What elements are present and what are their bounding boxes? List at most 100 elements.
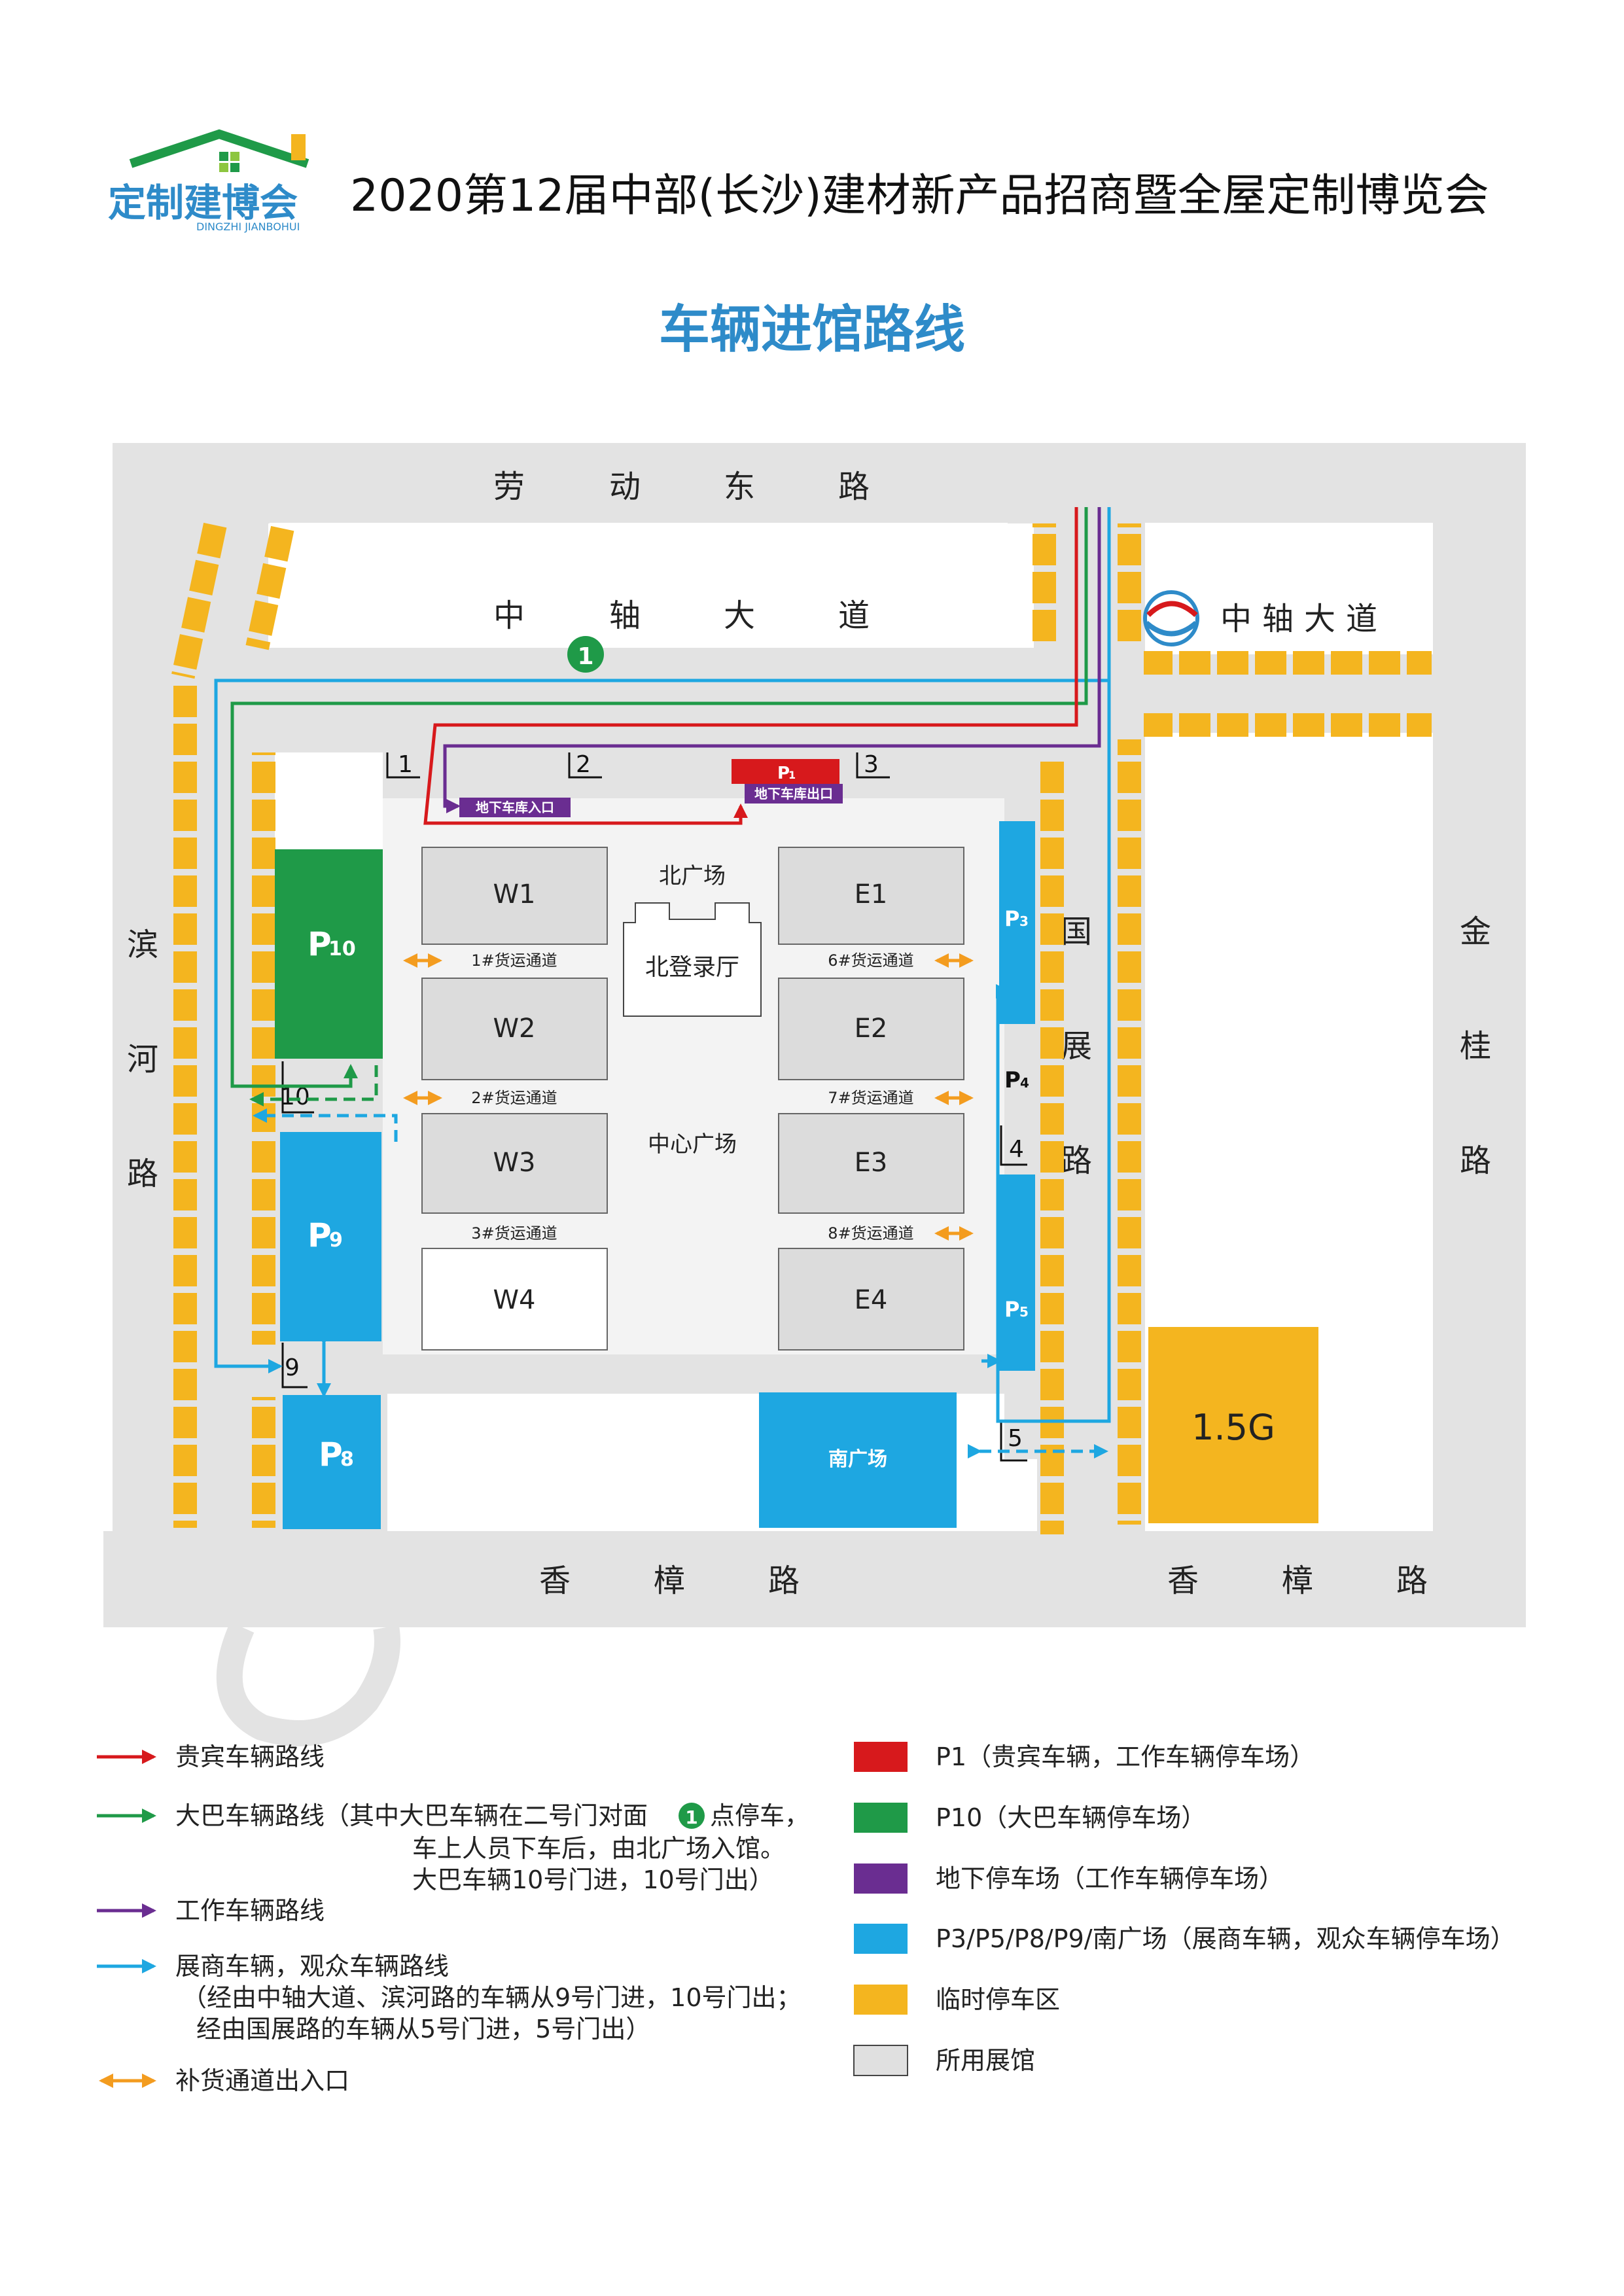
gate-4-label: 4 — [1009, 1136, 1024, 1163]
parking-p5-label: P — [1004, 1297, 1019, 1322]
hall-e3-label: E3 — [855, 1148, 888, 1178]
road-label-xiangzhang-w3: 路 — [768, 1563, 800, 1599]
garage-entry-label: 地下车库入口 — [476, 800, 554, 815]
logo-subtext: DINGZHI JIANBOHUI — [196, 221, 300, 233]
legend-halls: 所用展馆 — [936, 2046, 1035, 2075]
metro-icon — [1143, 590, 1199, 646]
parking-p1-label: P — [777, 764, 790, 783]
temp-lot-east-row-2 — [1144, 713, 1432, 737]
legend-swatch-exhibitor — [854, 1924, 908, 1954]
hall-e4-label: E4 — [855, 1285, 888, 1315]
hall-w4 — [421, 1248, 608, 1351]
road-xiangzhang — [103, 1531, 1526, 1627]
legend-temporary: 临时停车区 — [936, 1985, 1060, 2014]
logo: 定制建博会 DINGZHI JIANBOHUI — [108, 129, 309, 233]
hall-w2-label: W2 — [493, 1014, 536, 1044]
road-label-guozhan-2: 展 — [1061, 1028, 1092, 1065]
channel-3-label: 3#货运通道 — [471, 1224, 557, 1243]
parking-p8 — [283, 1395, 381, 1529]
bus-stop-marker: 1 — [567, 636, 604, 673]
road-label-laodong-2: 动 — [609, 468, 641, 505]
legend-exhibitor-3: 经由国展路的车辆从5号门进，5号门出） — [196, 2015, 650, 2043]
parking-p9-label: P — [308, 1216, 332, 1254]
road-label-xiangzhang-e2: 樟 — [1282, 1563, 1313, 1599]
road-label-jingui-2: 桂 — [1460, 1028, 1491, 1065]
channel-2-label: 2#货运通道 — [471, 1089, 557, 1107]
legend-cargo: 补货通道出入口 — [175, 2066, 349, 2095]
road-label-xiangzhang-w2: 樟 — [654, 1563, 685, 1599]
gate-9-label: 9 — [285, 1354, 300, 1381]
road-label-zhongzhou-2: 轴 — [609, 597, 641, 634]
parking-p1-sub: 1 — [788, 769, 796, 781]
garage-exit-sign — [745, 784, 843, 804]
channel-6-label: 6#货运通道 — [828, 951, 913, 970]
temp-lot-west-inner-1 — [252, 752, 275, 1132]
parking-p1 — [732, 759, 839, 784]
map-title: 车辆进馆路线 — [659, 300, 965, 359]
road-label-jingui-3: 路 — [1460, 1142, 1491, 1179]
temp-lot-guozhan-west — [1040, 759, 1064, 1475]
hall-w3-label: W3 — [493, 1148, 536, 1178]
metro-station: 中轴大道 — [1143, 590, 1388, 646]
road-label-guozhan-1: 国 — [1061, 913, 1092, 950]
hall-w2 — [421, 978, 608, 1080]
legend-bus-stop-icon — [679, 1803, 705, 1829]
legend-underground: 地下停车场（工作车辆停车场） — [936, 1864, 1284, 1893]
hall-w3 — [421, 1113, 608, 1214]
south-plaza-label: 南广场 — [828, 1448, 887, 1471]
center-plaza-label: 中心广场 — [648, 1131, 737, 1157]
north-plaza-label: 北广场 — [659, 863, 726, 889]
parking-p4-sub: 4 — [1020, 1075, 1029, 1091]
parking-p10-label: P — [308, 925, 332, 963]
parking-p9 — [280, 1132, 381, 1341]
gate-1 — [386, 752, 420, 779]
legend-vip: 贵宾车辆路线 — [175, 1742, 325, 1771]
road-label-laodong-1: 劳 — [493, 468, 525, 505]
parking-p8-sub: 8 — [340, 1448, 354, 1471]
legend-p10: P10（大巴车辆停车场） — [936, 1803, 1206, 1832]
gate-9 — [281, 1343, 308, 1388]
temporary-parking: 1.5G — [171, 520, 1432, 1534]
road-label-xiangzhang-e3: 路 — [1396, 1563, 1428, 1599]
event-title: 2020第12届中部(长沙)建材新产品招商暨全屋定制博览会 — [350, 170, 1489, 222]
legend-swatch-halls — [853, 2045, 908, 2076]
hall-e1 — [778, 847, 964, 945]
temp-lot-north-2 — [1118, 523, 1141, 648]
parking-p4-label: P — [1004, 1067, 1021, 1093]
parking-p10 — [275, 849, 383, 1059]
legend-bus-1: 大巴车辆路线（其中大巴车辆在二号门对面 — [175, 1801, 648, 1830]
road-zhongzhou-inner — [270, 648, 1114, 746]
legend-bus-stop-number: 1 — [685, 1807, 697, 1828]
gate-2-label: 2 — [576, 751, 591, 778]
logo-chimney — [291, 134, 306, 160]
road-jingui — [1433, 443, 1526, 1627]
garage-exit-label: 地下车库出口 — [754, 786, 833, 802]
lot-1-5g-label: 1.5G — [1192, 1407, 1275, 1448]
legend-swatch-underground — [854, 1863, 908, 1894]
legend-swatch-temporary — [854, 1985, 908, 2015]
hall-e2-label: E2 — [855, 1014, 888, 1044]
legend-exhibitor-1: 展商车辆，观众车辆路线 — [175, 1952, 449, 1981]
parking-p9-sub: 9 — [329, 1229, 343, 1252]
route-exhibitor-exit-gate-10 — [253, 1108, 398, 1142]
temp-lot-binhe-north-2 — [245, 523, 295, 650]
north-hall-label: 北登录厅 — [645, 954, 739, 981]
gate-10-label: 10 — [280, 1084, 310, 1110]
logo-text: 定制建博会 — [108, 181, 298, 225]
road-label-laodong-3: 东 — [724, 468, 755, 505]
parking-p8-label: P — [319, 1436, 343, 1474]
parking-south-plaza — [759, 1392, 957, 1528]
road-label-zhongzhou-1: 中 — [493, 597, 525, 634]
legend-swatch-p10 — [854, 1803, 908, 1833]
gate-3 — [856, 752, 890, 779]
temp-lot-west-inner-3 — [252, 1397, 275, 1528]
road-laodong — [113, 443, 1526, 523]
temp-lot-north-1 — [1033, 523, 1056, 648]
channel-8-label: 8#货运通道 — [828, 1224, 913, 1243]
road-label-xiangzhang-e1: 香 — [1167, 1563, 1199, 1599]
parking-p5-sub: 5 — [1019, 1304, 1029, 1320]
metro-station-label: 中轴大道 — [1220, 601, 1388, 637]
legend-work: 工作车辆路线 — [175, 1896, 325, 1925]
route-work — [443, 507, 1101, 813]
road-label-zhongzhou-4: 道 — [838, 597, 870, 634]
